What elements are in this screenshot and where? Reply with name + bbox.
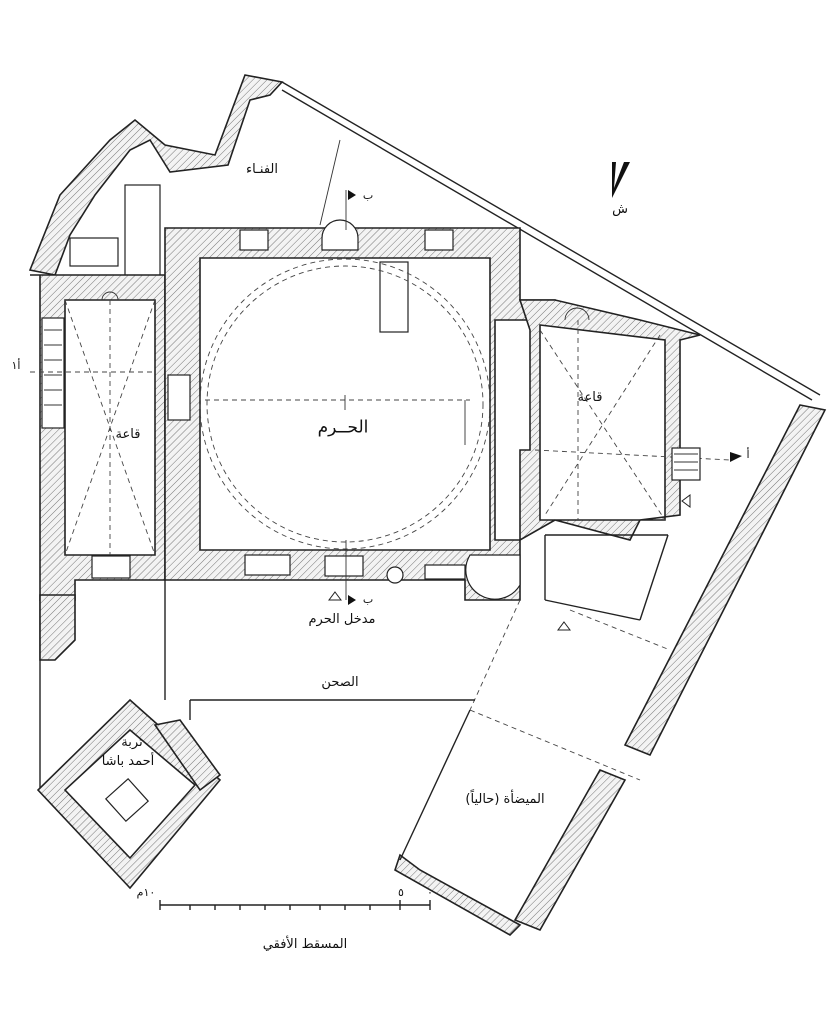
north-arrow-icon bbox=[612, 162, 630, 198]
section-b-top-label: ب bbox=[362, 188, 374, 202]
scale-mid-label: ٥ bbox=[398, 885, 404, 899]
forecourt-wall bbox=[28, 74, 821, 401]
ablution-label: الميضأة (حالياً) bbox=[465, 791, 545, 807]
courtyard-label: الصحن bbox=[321, 674, 359, 690]
scale-right-label: ٠ bbox=[427, 885, 433, 899]
scale-left-label: ١٠م bbox=[136, 885, 156, 899]
section-markers bbox=[328, 190, 742, 631]
courtyard-boundary bbox=[39, 580, 166, 790]
east-hall bbox=[518, 299, 731, 542]
section-a-label: أ bbox=[746, 447, 750, 461]
tomb-label-line2: أحمد باشا bbox=[101, 753, 155, 769]
section-b-bottom-label: ب bbox=[362, 592, 374, 606]
scale-bar bbox=[159, 900, 431, 910]
sanctuary bbox=[164, 219, 556, 601]
southeast-wing bbox=[189, 404, 827, 936]
north-label: ش bbox=[612, 201, 628, 217]
forecourt-label: الفنـاء bbox=[246, 161, 278, 177]
plan-title: المسقط الأفقي bbox=[262, 936, 348, 952]
sanctuary-label: الحــرم bbox=[317, 417, 369, 438]
west-hall-label: قاعة bbox=[115, 426, 141, 442]
tomb-structure bbox=[36, 698, 222, 890]
sanctuary-entrance-label: مدخل الحرم bbox=[308, 611, 376, 627]
section-a1-label: أ١ bbox=[11, 358, 21, 372]
east-hall-label: قاعة bbox=[577, 389, 603, 405]
west-hall bbox=[30, 274, 166, 601]
tomb-label-line1: تربة bbox=[121, 734, 143, 750]
